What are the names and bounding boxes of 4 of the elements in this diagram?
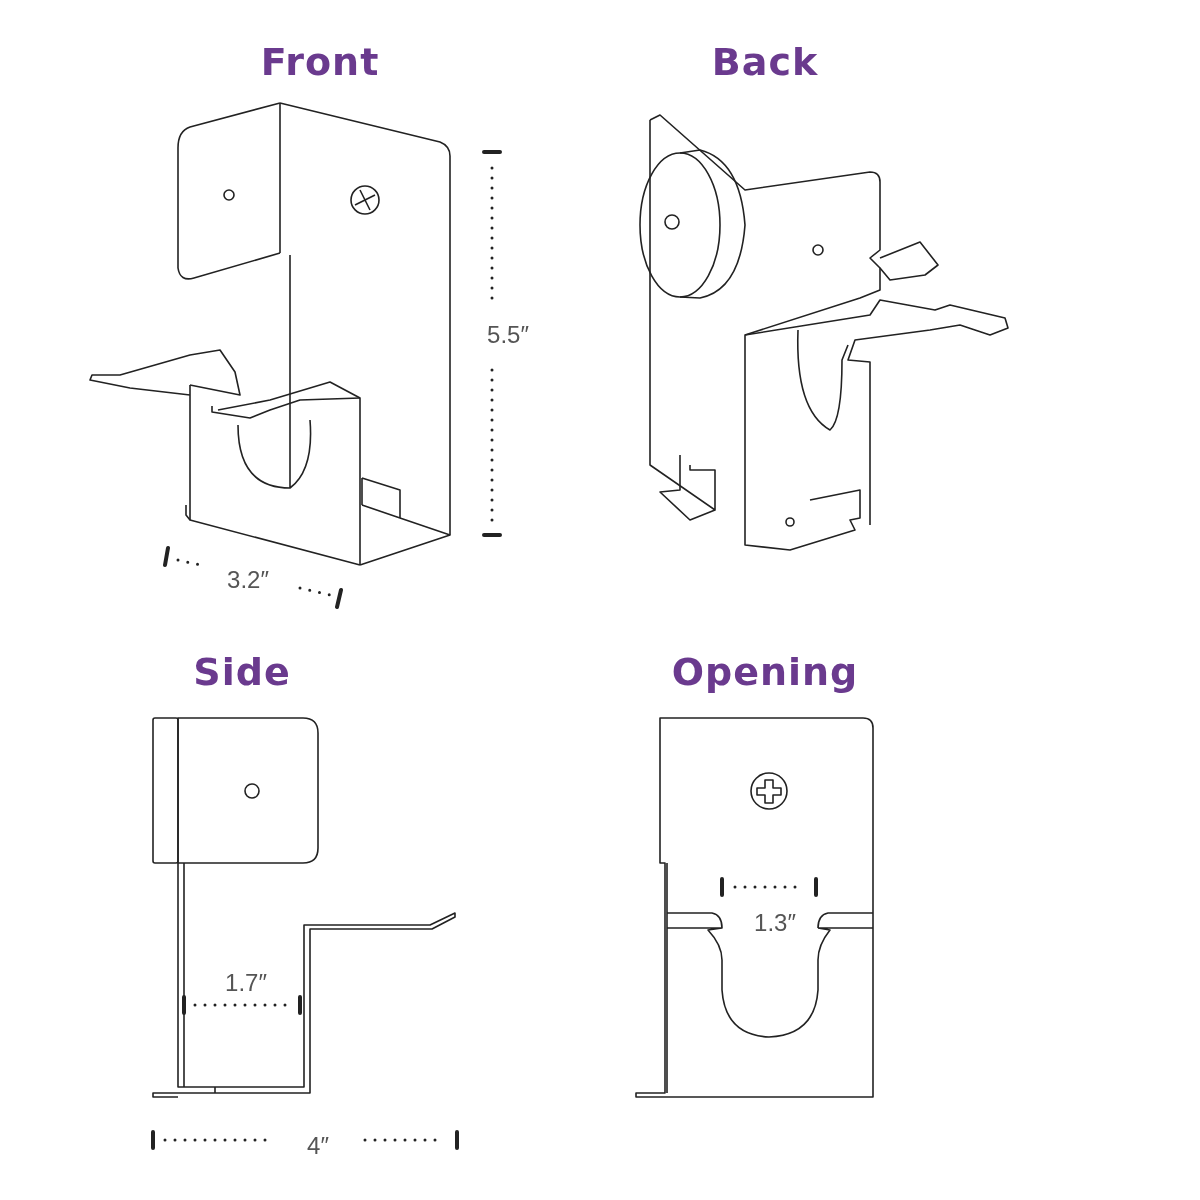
view-title: Back bbox=[711, 43, 819, 81]
view-title: Front bbox=[260, 43, 380, 81]
view-title: Opening bbox=[671, 653, 859, 691]
view-title: Side bbox=[193, 653, 291, 691]
